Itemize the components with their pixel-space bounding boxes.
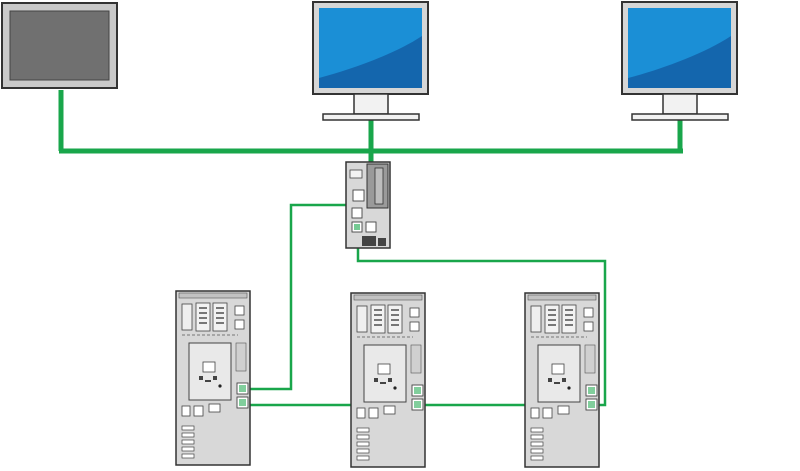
network-links	[58, 90, 683, 407]
monitor-1	[312, 1, 429, 121]
drive-2	[350, 292, 426, 468]
drive-1	[175, 290, 251, 466]
monitor-2	[621, 1, 738, 121]
link-controller-to-drive-1	[248, 203, 350, 391]
drive-3	[524, 292, 600, 468]
controller	[345, 161, 391, 249]
hmi-panel	[1, 2, 118, 89]
link-controller-to-drive-3	[356, 232, 607, 407]
